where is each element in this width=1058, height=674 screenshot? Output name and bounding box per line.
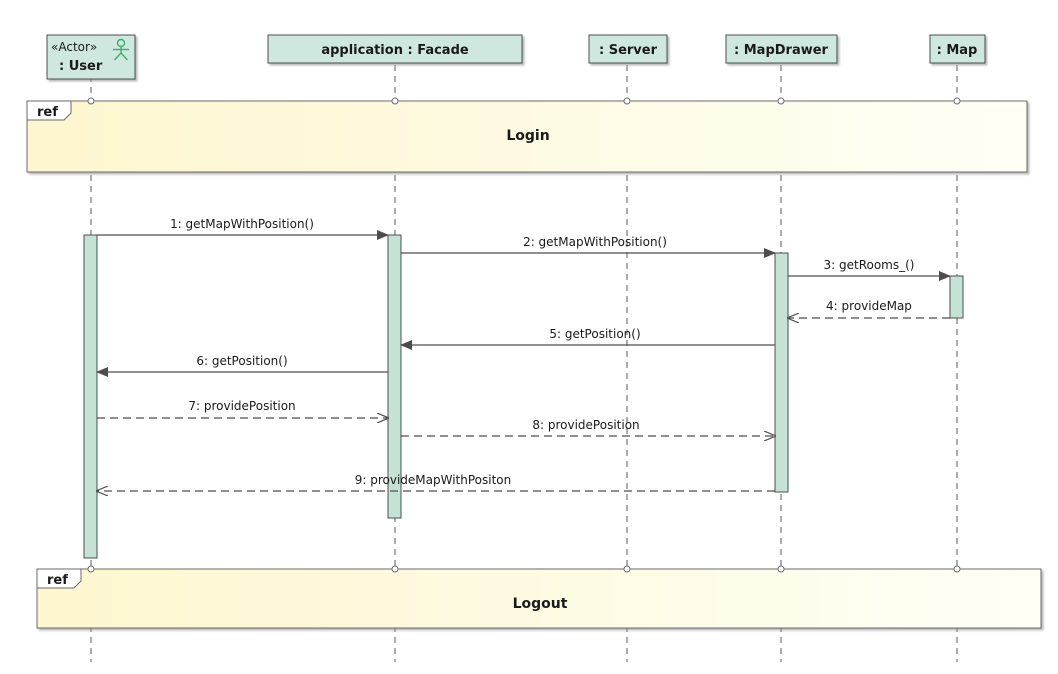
lifeline-server[interactable]: : Server [588,34,668,64]
ref-frame-logout-tag-box [36,568,82,589]
message-4-label: 4: provideMap [826,299,912,313]
message-2-label: 2: getMapWithPosition() [523,235,667,249]
message-9[interactable]: 9: provideMapWithPositon [97,473,775,491]
message-7[interactable]: 7: providePosition [97,399,388,418]
activation-user[interactable] [83,234,98,559]
ref-frame-logout-tag: ref [47,573,68,588]
ref-frame-logout-title: Logout [513,596,568,612]
activation-facade[interactable] [387,234,402,519]
message-4[interactable]: 4: provideMap [788,299,950,318]
messages: 1: getMapWithPosition() 2: getMapWithPos… [96,217,951,491]
lifeline-map-head[interactable] [929,34,986,64]
message-2[interactable]: 2: getMapWithPosition() [401,235,776,258]
lifeline-user-label: : User [59,59,103,74]
message-5-label: 5: getPosition() [549,327,640,341]
ref-frame-login-title: Login [506,128,549,144]
message-1-label: 1: getMapWithPosition() [170,217,314,231]
lifeline-user-stereotype: «Actor» [51,40,97,54]
ref-frame-login[interactable]: ref Login [26,100,1028,173]
lifeline-mapdrawer-label: : MapDrawer [734,43,829,58]
lifeline-user-head[interactable] [46,34,136,80]
message-9-label: 9: provideMapWithPositon [355,473,512,487]
lifeline-facade-label: application : Facade [321,43,469,58]
ref-frame-login-tag-box [26,100,72,121]
message-6[interactable]: 6: getPosition() [96,354,388,377]
message-7-label: 7: providePosition [188,399,295,413]
ref-frame-login-tag: ref [37,105,58,120]
message-3-label: 3: getRooms_() [824,258,915,272]
lifeline-mapdrawer-head[interactable] [725,34,838,64]
ref-frame-login-box[interactable] [26,100,1028,173]
ref-frame-logout-box[interactable] [36,568,1042,629]
ref-frame-logout[interactable]: ref Logout [36,568,1042,629]
lifeline-map-label: : Map [937,43,978,58]
lifeline-map[interactable]: : Map [929,34,986,64]
message-3[interactable]: 3: getRooms_() [788,258,951,281]
message-1[interactable]: 1: getMapWithPosition() [97,217,389,240]
lifeline-facade-head[interactable] [267,34,523,64]
activation-mapdrawer[interactable] [774,252,789,493]
lifeline-mapdrawer[interactable]: : MapDrawer [725,34,838,64]
activation-map[interactable] [949,275,964,319]
lifeline-server-label: : Server [599,43,658,58]
message-8-label: 8: providePosition [532,418,639,432]
message-8[interactable]: 8: providePosition [401,418,775,436]
activation-bars [83,234,964,559]
frame-connector-dots [87,97,961,573]
message-5[interactable]: 5: getPosition() [400,327,775,350]
lifeline-user[interactable]: «Actor» : User [46,34,136,80]
actor-icon [113,38,129,61]
message-6-label: 6: getPosition() [196,354,287,368]
lifeline-server-head[interactable] [588,34,668,64]
lifeline-facade[interactable]: application : Facade [267,34,523,64]
